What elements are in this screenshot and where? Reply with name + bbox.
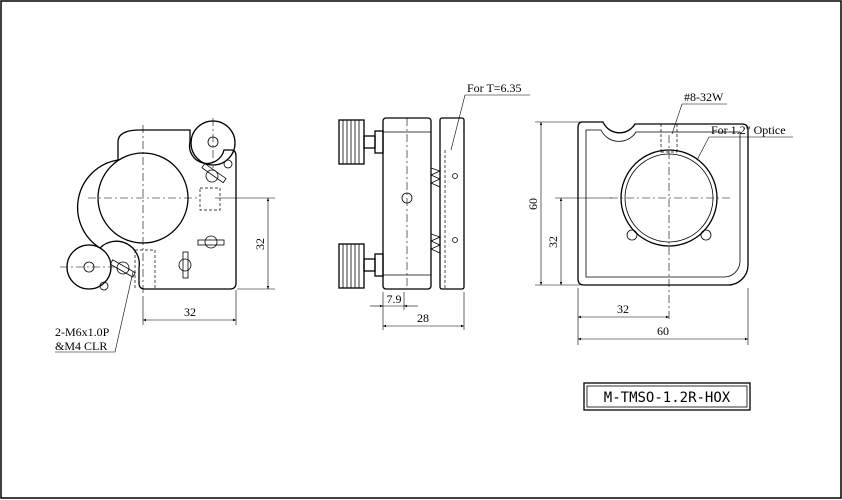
side-spring-upper bbox=[430, 167, 442, 188]
rear-pin-right bbox=[700, 229, 712, 241]
front-upper-knob bbox=[190, 120, 236, 166]
side-spring-lower bbox=[430, 233, 442, 254]
front-view: 32 32 2-M6x1.0P &M4 CLR bbox=[55, 118, 275, 353]
rear-pin-left bbox=[626, 229, 638, 241]
side-depth-dim: 28 bbox=[417, 311, 429, 325]
front-lock-screw-bottom bbox=[178, 251, 192, 279]
side-front-plate bbox=[439, 117, 465, 290]
side-knob-lower bbox=[338, 243, 384, 289]
front-callout-clearance: &M4 CLR bbox=[55, 339, 107, 353]
side-small-dim: 7.9 bbox=[387, 292, 402, 306]
side-knob-upper bbox=[338, 119, 384, 165]
rear-optic-label: For 1.2" Optice bbox=[711, 123, 786, 137]
rear-thread-label: #8-32W bbox=[684, 90, 724, 104]
side-thickness-label: For T=6.35 bbox=[467, 81, 522, 95]
rear-center-height-dim: 32 bbox=[546, 236, 560, 248]
front-lock-screw-top bbox=[201, 163, 227, 184]
rear-center-width-dim: 32 bbox=[617, 302, 629, 316]
front-width-dim: 32 bbox=[184, 305, 196, 319]
part-number: M-TMSO-1.2R-HOX bbox=[604, 390, 731, 406]
front-height-dim: 32 bbox=[253, 238, 267, 250]
front-lock-screw-left bbox=[109, 259, 136, 278]
rear-view: #8-32W For 1.2" Optice 60 32 32 60 bbox=[526, 90, 793, 345]
front-body-outline bbox=[76, 129, 237, 290]
side-view: For T=6.35 7.9 28 bbox=[338, 81, 530, 330]
front-lock-screw-mid bbox=[197, 235, 225, 249]
part-number-box: M-TMSO-1.2R-HOX bbox=[583, 382, 751, 411]
rear-body-outline bbox=[577, 121, 749, 286]
front-callout-thread: 2-M6x1.0P bbox=[55, 325, 110, 339]
rear-total-width-dim: 60 bbox=[657, 324, 669, 338]
front-lower-pin bbox=[99, 281, 109, 291]
rear-total-height-dim: 60 bbox=[526, 198, 540, 210]
front-upper-pin bbox=[223, 159, 233, 169]
